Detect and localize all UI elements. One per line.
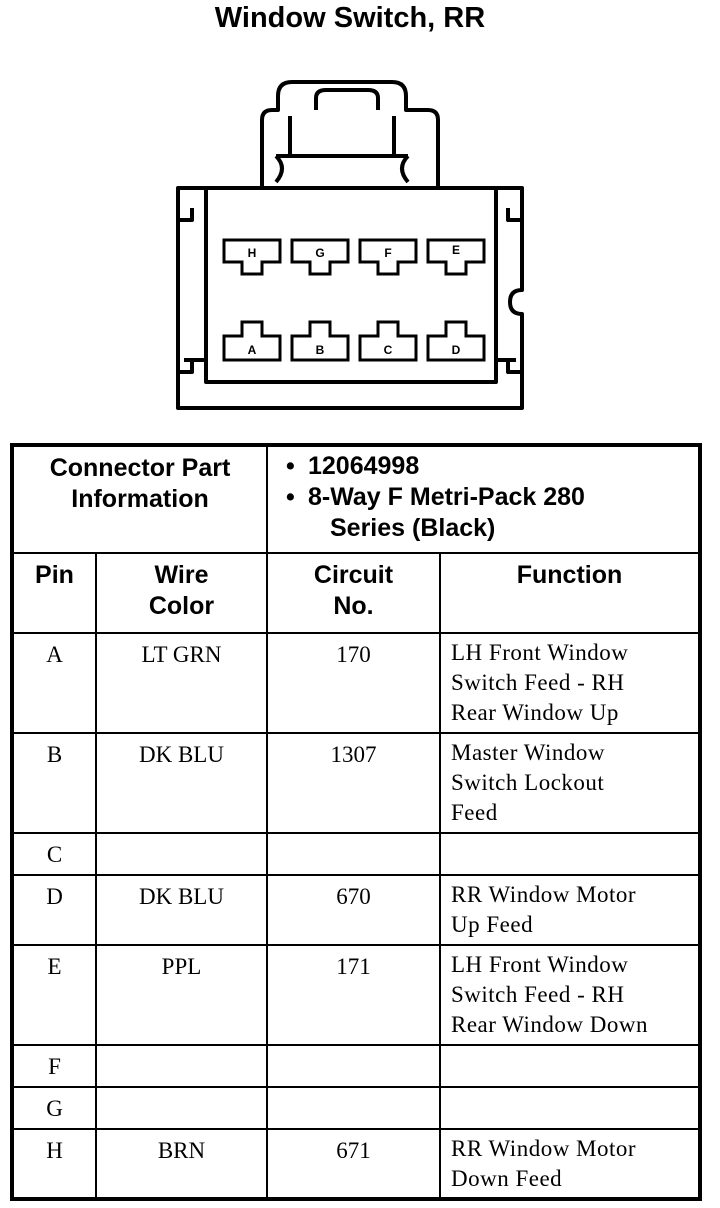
wire-color-cell: BRN [95,1128,268,1200]
function-line: Rear Window Down [451,1012,649,1037]
pin-cell: D [11,874,97,946]
col-pin-header: Pin [11,552,97,634]
function-line: Up Feed [451,912,534,937]
connector-description: 8-Way F Metri-Pack 280 [286,482,698,513]
wire-color-cell: DK BLU [95,874,268,946]
function-cell [439,1044,701,1088]
pin-cell: F [11,1044,97,1088]
connector-description-cont: Series (Black) [330,514,496,542]
part-number: 12064998 [286,451,698,482]
circuit-cell [266,1086,441,1130]
function-line: Switch Feed - RH [451,982,625,1007]
function-line: RR Window Motor [451,1136,637,1161]
cavity-b-icon [290,320,350,362]
cavity-d-icon [426,320,486,362]
cavity-g-icon [290,238,350,276]
col-function-header: Function [439,552,701,634]
circuit-cell: 1307 [266,732,441,834]
connector-info-label: Connector Part Information [11,444,268,554]
circuit-cell: 670 [266,874,441,946]
pin-cell: C [11,832,97,876]
function-line: Master Window [451,740,605,765]
cavity-e-icon [426,238,486,276]
cavity-label-a: A [248,343,257,357]
page-title: Window Switch, RR [214,2,486,34]
wire-color-cell: PPL [95,944,268,1046]
pin-cell: G [11,1086,97,1130]
wire-color-cell: LT GRN [95,632,268,734]
circuit-cell: 671 [266,1128,441,1200]
function-cell: RR Window Motor Up Feed [439,874,701,946]
cavity-a-icon [222,320,282,362]
function-line: Switch Lockout [451,770,605,795]
pin-cell: B [11,732,97,834]
cavity-f-icon [358,238,418,276]
circuit-cell [266,1044,441,1088]
wire-color-cell [95,1044,268,1088]
pin-cell: E [11,944,97,1046]
cavity-h-icon [222,238,282,276]
connector-diagram: H G F E A B C D [176,80,524,410]
function-line: Feed [451,800,498,825]
pin-cell: A [11,632,97,734]
circuit-cell [266,832,441,876]
pinout-table: Connector Part Information 12064998 8-Wa… [10,443,702,1201]
cavity-label-c: C [384,343,393,357]
table-row: F [11,1044,701,1088]
wire-color-cell [95,1086,268,1130]
wire-color-cell [95,832,268,876]
cavity-label-g: G [315,246,324,260]
wire-color-cell: DK BLU [95,732,268,834]
cavity-label-d: D [452,343,461,357]
function-line: LH Front Window [451,952,629,977]
function-line: Down Feed [451,1166,563,1191]
function-line: LH Front Window [451,640,629,665]
cavity-label-b: B [316,343,325,357]
circuit-cell: 170 [266,632,441,734]
cavity-label-e: E [452,243,460,257]
connector-info-values: 12064998 8-Way F Metri-Pack 280 Series (… [266,444,701,554]
function-cell [439,832,701,876]
table-row: G [11,1086,701,1130]
function-line: Switch Feed - RH [451,670,625,695]
function-cell [439,1086,701,1130]
cavity-label-h: H [248,246,257,260]
table-row: C [11,832,701,876]
pin-cell: H [11,1128,97,1200]
function-line: RR Window Motor [451,882,637,907]
cavity-label-f: F [384,246,391,260]
connector-info-row: Connector Part Information 12064998 8-Wa… [11,444,701,554]
function-line: Rear Window Up [451,700,619,725]
circuit-cell: 171 [266,944,441,1046]
cavity-c-icon [358,320,418,362]
